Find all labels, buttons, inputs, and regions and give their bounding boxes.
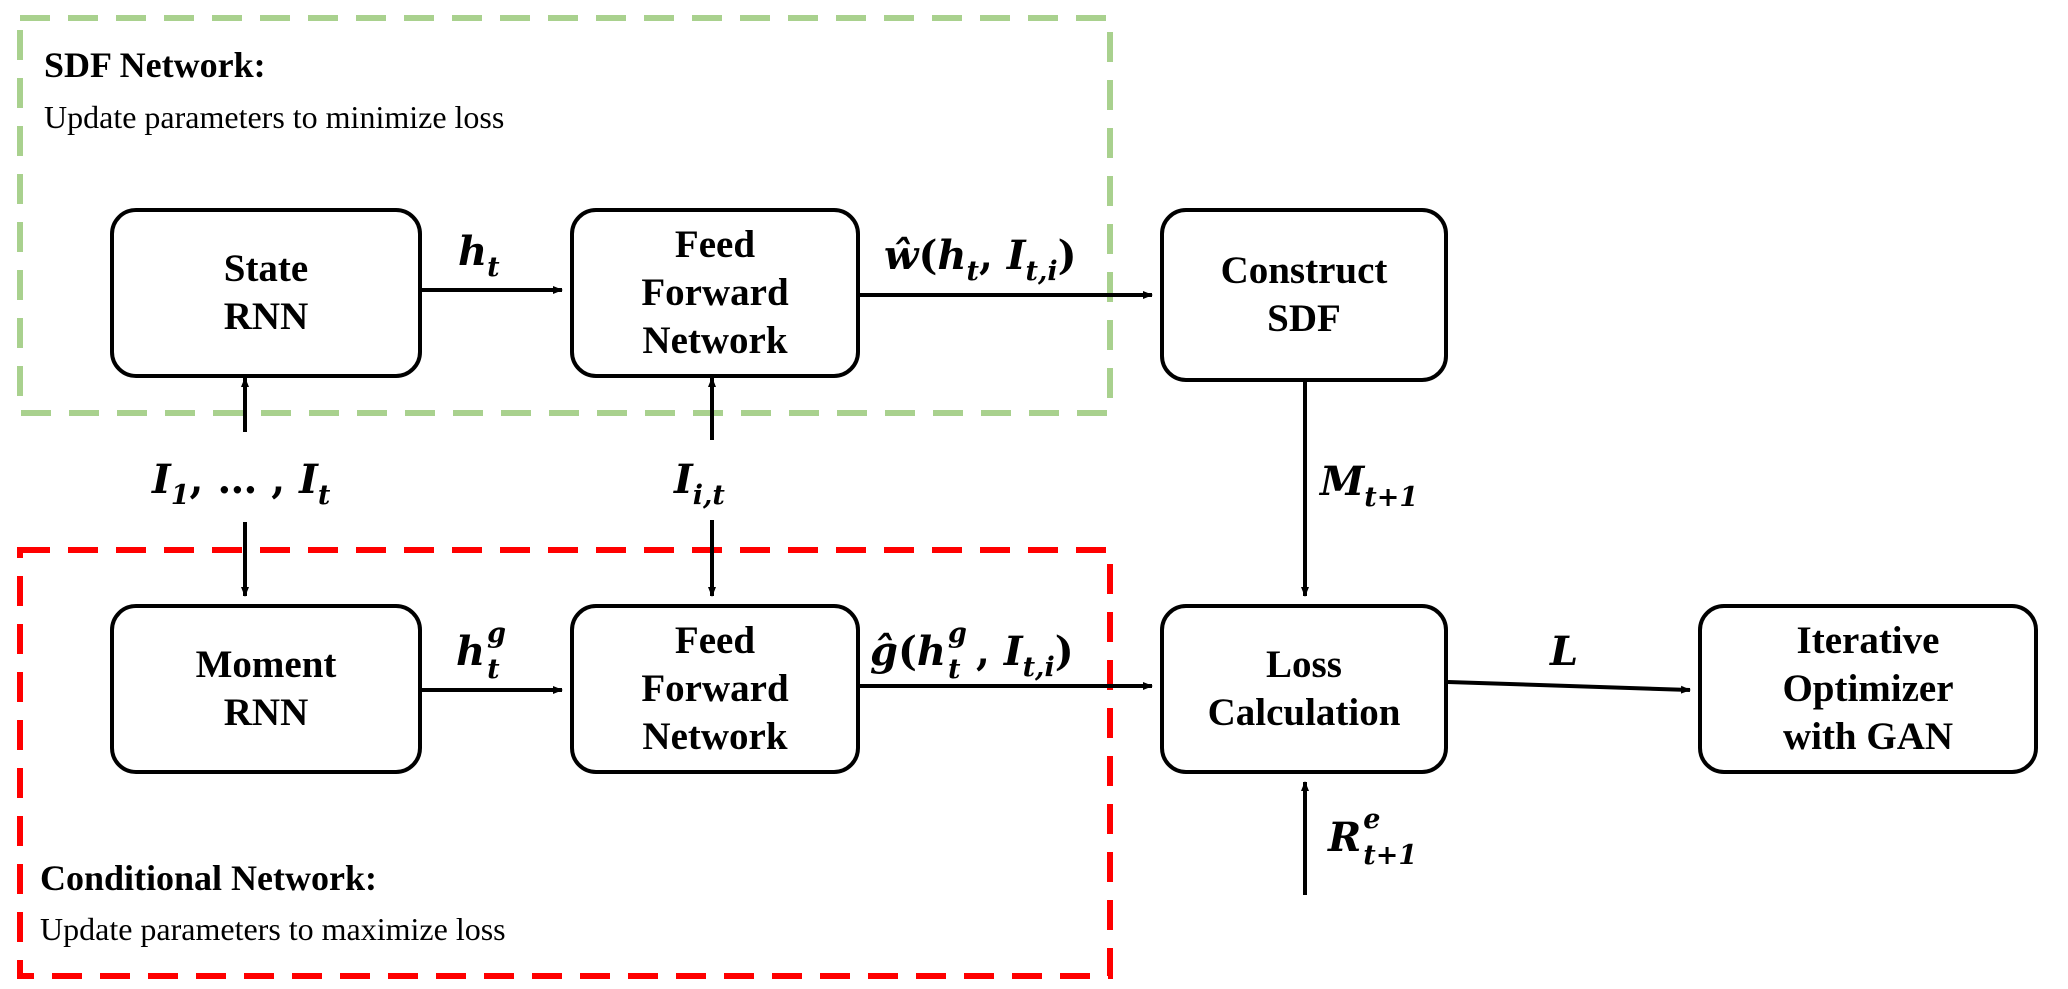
- moment-rnn-node: Moment RNN: [110, 604, 422, 774]
- construct-sdf-node: Construct SDF: [1160, 208, 1448, 382]
- label-l: L: [1550, 628, 1579, 675]
- state-rnn-node: State RNN: [110, 208, 422, 378]
- conditional-network-title: Conditional Network:: [40, 858, 378, 898]
- ffn-top-node: Feed Forward Network: [570, 208, 860, 378]
- sdf-network-description: Update parameters to minimize loss: [44, 99, 505, 135]
- label-h-t: ht: [458, 228, 500, 283]
- ffn-bottom-label: Feed Forward Network: [641, 619, 789, 758]
- moment-rnn-label: Moment RNN: [195, 643, 337, 734]
- label-m: Mt+1: [1320, 458, 1419, 513]
- state-rnn-label: State RNN: [223, 247, 309, 338]
- construct-sdf-label: Construct SDF: [1220, 249, 1388, 340]
- optimizer-label: Iterative Optimizer with GAN: [1782, 619, 1954, 758]
- loss-calculation-label: Loss Calculation: [1207, 643, 1401, 734]
- sdf-network-boundary: [17, 15, 1113, 416]
- sdf-network-title: SDF Network:: [44, 45, 266, 85]
- edge-loss-to-optimizer: [1447, 680, 1691, 694]
- ffn-top-label: Feed Forward Network: [641, 223, 789, 362]
- label-i-it: Ii,t: [674, 456, 725, 511]
- ffn-bottom-node: Feed Forward Network: [570, 604, 860, 774]
- label-input-sequence: I1, … , It: [152, 456, 331, 511]
- conditional-network-description: Update parameters to maximize loss: [40, 911, 506, 947]
- optimizer-node: Iterative Optimizer with GAN: [1698, 604, 2038, 774]
- conditional-network-boundary: [17, 547, 1113, 979]
- label-w-hat: ŵ(ht, It,i): [884, 232, 1077, 287]
- loss-calculation-node: Loss Calculation: [1160, 604, 1448, 774]
